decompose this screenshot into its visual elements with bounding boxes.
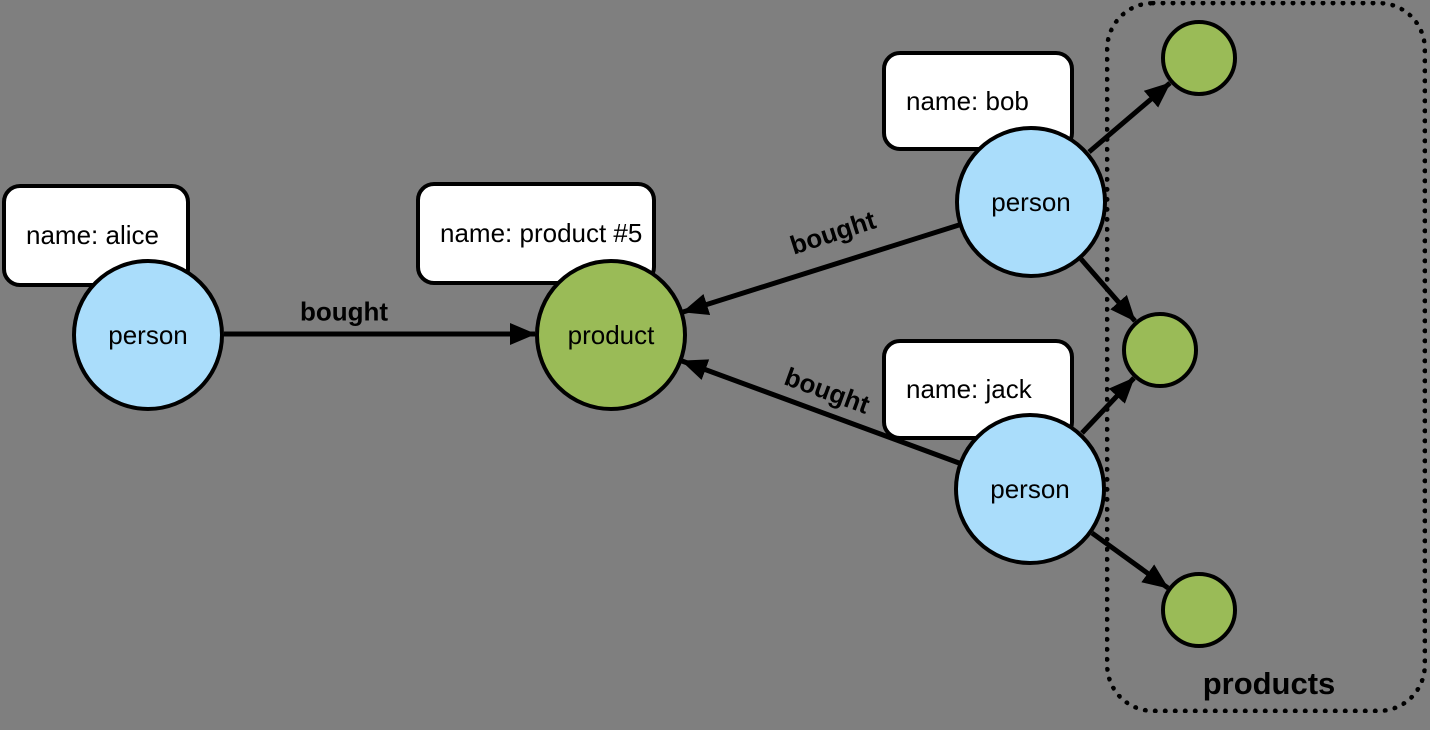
products-group-label: products <box>1202 666 1336 701</box>
node-jack-person: person <box>954 413 1106 565</box>
property-text-jack: name: jack <box>906 374 1032 404</box>
node-product-top <box>1161 20 1237 96</box>
node-product-bottom <box>1161 572 1237 648</box>
node-alice-person: person <box>72 259 224 411</box>
property-text-bob: name: bob <box>906 85 1029 116</box>
node-product: product <box>535 259 687 411</box>
node-label-jack: person <box>990 473 1070 504</box>
node-label-alice: person <box>108 319 188 350</box>
products-group-outline <box>1105 1 1427 713</box>
edge-jack-to-product-bottom <box>1090 530 1170 591</box>
property-text-product: name: product #5 <box>440 218 643 248</box>
node-label-product: product <box>567 319 655 350</box>
edge-bob-to-product-top <box>1087 81 1172 154</box>
edge-jack-to-product <box>681 358 960 466</box>
node-bob-person: person <box>955 126 1107 278</box>
edge-bob-to-product-middle <box>1079 257 1137 323</box>
edge-bob-to-product <box>682 222 960 315</box>
edge-jack-to-product-middle <box>1080 376 1136 435</box>
node-label-bob: person <box>991 186 1071 217</box>
property-text-alice: name: alice <box>26 220 159 250</box>
edge-label-alice-bought: bought <box>299 296 389 327</box>
node-product-middle <box>1122 312 1198 388</box>
